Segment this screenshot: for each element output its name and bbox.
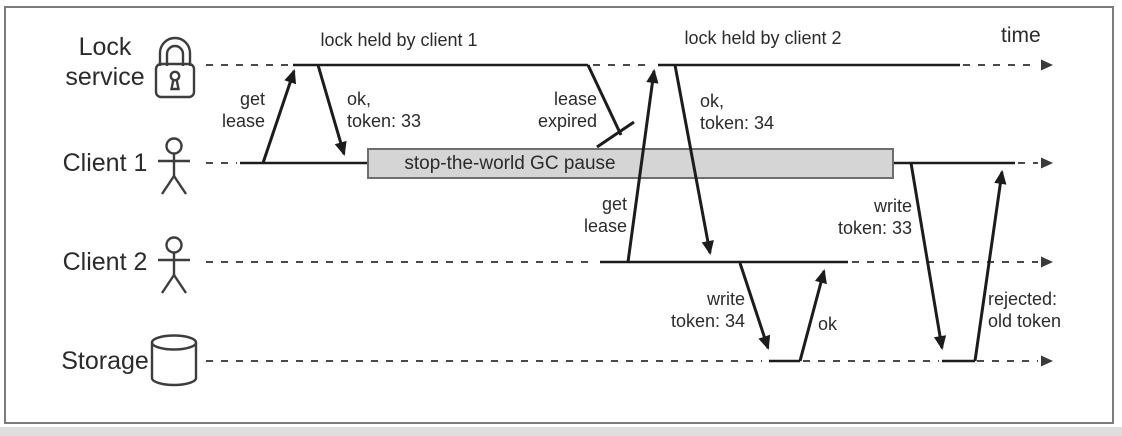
storage-ok-arrow — [798, 268, 827, 362]
lane-icons — [150, 36, 198, 387]
lane-label-storage: Storage — [61, 347, 149, 375]
write-token-34-label: write token: 34 — [670, 289, 745, 331]
ok-token-34-arrow — [673, 64, 714, 256]
person-icon — [158, 236, 190, 294]
rejected-old-token-label: rejected: old token — [988, 289, 1062, 331]
padlock-icon — [154, 36, 196, 99]
get-lease-client1-label: get lease — [221, 89, 265, 131]
ok-ack-label: ok — [818, 314, 838, 334]
get-lease-arrow-client1 — [261, 69, 297, 164]
lane-label-client2: Client 2 — [62, 248, 148, 276]
dashed-timeline-segments — [206, 64, 1038, 362]
diagram-frame — [4, 6, 1114, 424]
lease-expired-cross-icon — [596, 120, 635, 149]
ok-token-33-arrow — [316, 64, 347, 157]
message-arrows — [261, 64, 1007, 362]
gc-pause-box — [367, 148, 894, 179]
write-token-34-arrow — [738, 262, 771, 350]
lease-expired-label: lease expired — [537, 89, 597, 131]
lane-label-client1: Client 1 — [62, 149, 148, 177]
time-label: time — [1001, 24, 1041, 47]
solid-timeline-segments — [240, 63, 1015, 363]
person-icon — [158, 137, 190, 195]
lease-expired-line — [586, 64, 623, 136]
lock-lane-arrow-icon — [1041, 59, 1053, 71]
client1-lane-arrow-icon — [1041, 157, 1053, 169]
lock-held-client1-label: lock held by client 1 — [320, 30, 478, 50]
page-edge-strip — [0, 427, 1122, 436]
gc-pause-label: stop-the-world GC pause — [404, 153, 616, 174]
database-icon — [150, 334, 198, 387]
ok-token-34-label: ok, token: 34 — [700, 91, 775, 133]
get-lease-client2-label: get lease — [583, 194, 627, 236]
rejected-arrow — [973, 169, 1007, 362]
get-lease-arrow-client2 — [626, 68, 659, 263]
write-token-33-label: write token: 33 — [837, 196, 912, 238]
lock-held-client2-label: lock held by client 2 — [684, 28, 842, 48]
write-token-33-arrow — [909, 162, 947, 351]
lane-label-lock-service: Lock service — [65, 33, 145, 91]
storage-lane-arrow-icon — [1041, 355, 1053, 367]
client2-lane-arrow-icon — [1041, 256, 1053, 268]
timeline-arrowheads — [1041, 59, 1053, 367]
ok-token-33-label: ok, token: 33 — [347, 89, 422, 131]
